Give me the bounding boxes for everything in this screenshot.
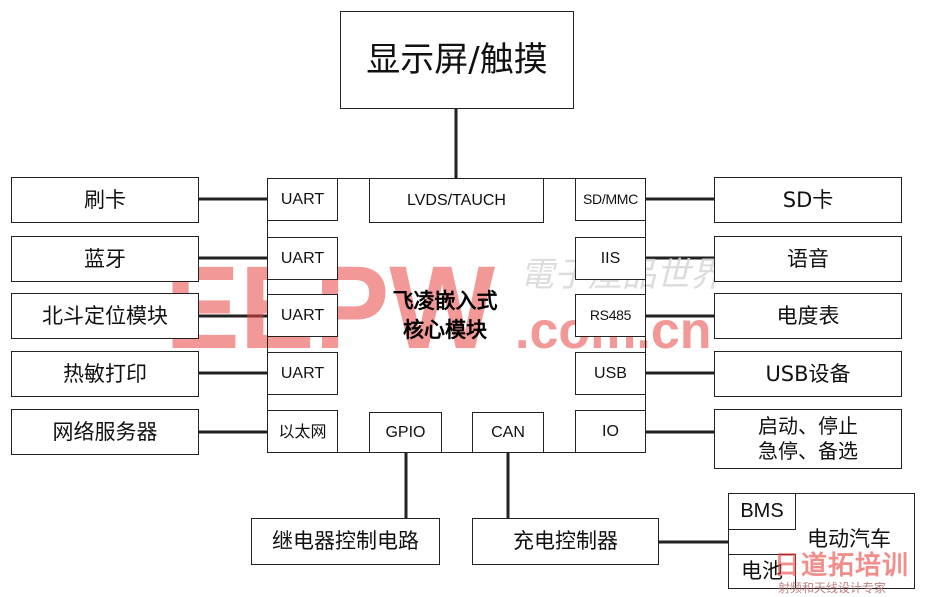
usb-device-box: USB设备 bbox=[714, 351, 902, 397]
card-reader-box: 刷卡 bbox=[11, 177, 199, 223]
display-touch-box: 显示屏/触摸 bbox=[340, 11, 574, 109]
energy-meter-box: 电度表 bbox=[714, 293, 902, 339]
port-uart-3: UART bbox=[267, 294, 338, 337]
thermal-printer-box: 热敏打印 bbox=[11, 351, 199, 397]
battery-box: 电池 bbox=[728, 554, 796, 589]
port-lvds-tauch: LVDS/TAUCH bbox=[369, 178, 544, 223]
port-rs485: RS485 bbox=[575, 294, 646, 337]
charge-controller-box: 充电控制器 bbox=[472, 518, 659, 565]
beidou-module-box: 北斗定位模块 bbox=[11, 293, 199, 339]
port-io: IO bbox=[575, 410, 646, 453]
port-gpio: GPIO bbox=[369, 412, 442, 453]
io-control-box: 启动、停止 急停、备选 bbox=[714, 409, 902, 469]
port-ethernet: 以太网 bbox=[267, 410, 338, 453]
bms-box: BMS bbox=[728, 493, 796, 530]
port-uart-2: UART bbox=[267, 237, 338, 280]
core-module-label: 飞凌嵌入式 核心模块 bbox=[392, 289, 498, 343]
voice-box: 语音 bbox=[714, 236, 902, 282]
bluetooth-box: 蓝牙 bbox=[11, 236, 199, 282]
port-iis: IIS bbox=[575, 237, 646, 280]
electric-vehicle-label: 电动汽车 bbox=[807, 527, 891, 551]
port-uart-4: UART bbox=[267, 352, 338, 395]
port-usb: USB bbox=[575, 352, 646, 395]
port-uart-1: UART bbox=[267, 178, 338, 221]
sd-card-box: SD卡 bbox=[714, 177, 902, 223]
network-server-box: 网络服务器 bbox=[11, 409, 199, 455]
relay-control-box: 继电器控制电路 bbox=[251, 518, 440, 565]
port-can: CAN bbox=[472, 412, 544, 453]
port-sd-mmc: SD/MMC bbox=[575, 178, 646, 221]
